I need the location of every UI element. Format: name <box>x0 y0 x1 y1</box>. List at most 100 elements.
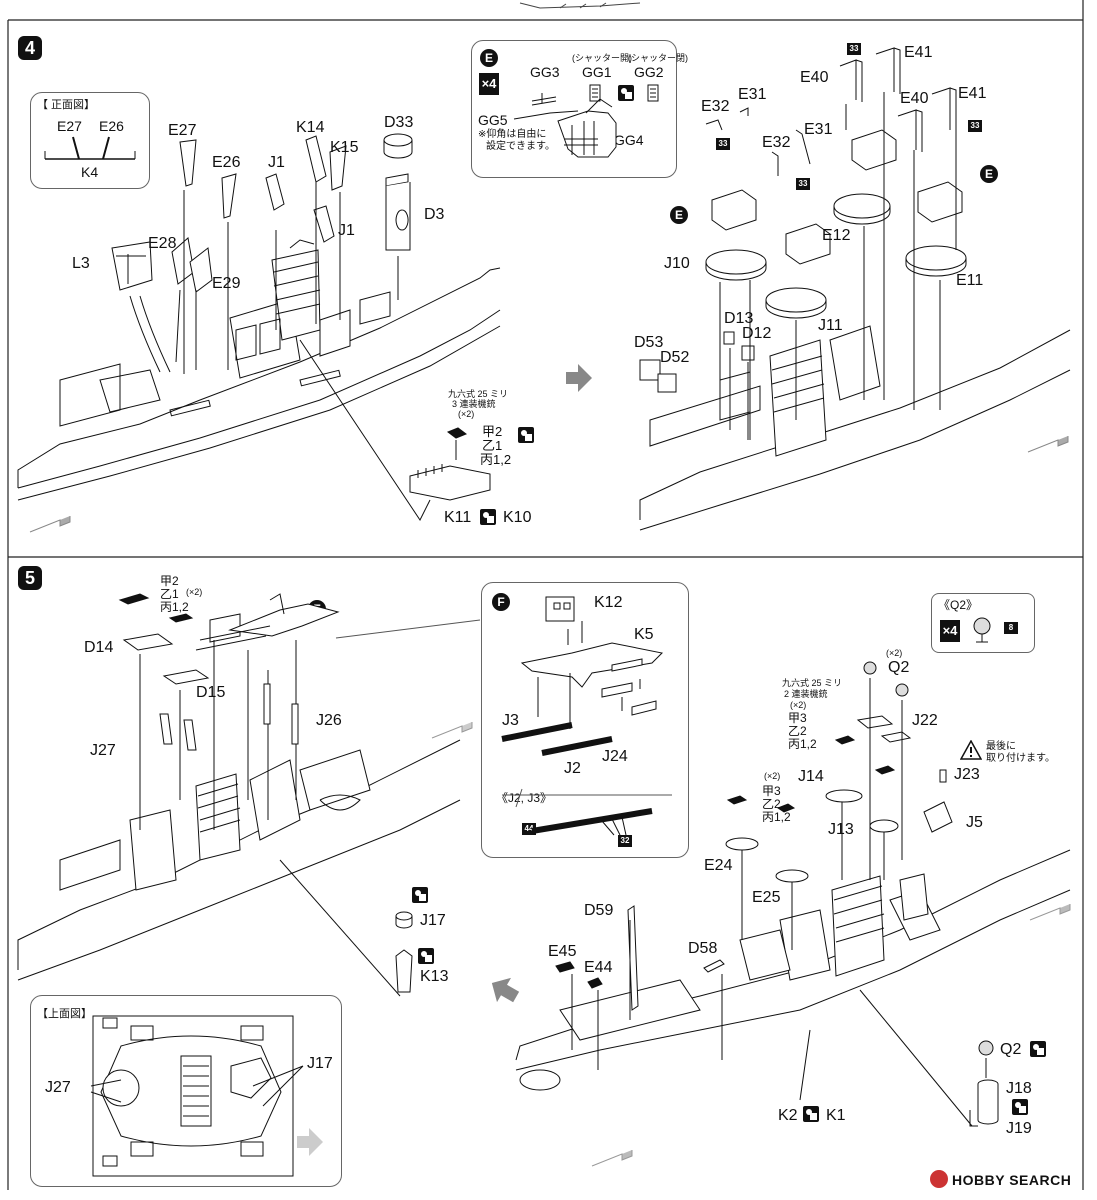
label-e32-mid: E32 <box>762 134 791 151</box>
label-j2: J2 <box>564 760 581 777</box>
q2-box-count: ×4 <box>940 620 960 642</box>
front-view-drawing <box>44 136 136 160</box>
step-5-number: 5 <box>18 566 42 590</box>
aa-opt-3: 丙1,2 <box>480 452 512 467</box>
label-j23: J23 <box>954 766 980 783</box>
j18-j19-color-badge-icon <box>1012 1099 1028 1115</box>
hobby-search-brand: HOBBY SEARCH <box>952 1172 1072 1188</box>
label-k11: K11 <box>444 509 472 526</box>
badge-33-a: 33 <box>847 43 861 55</box>
front-view-right-label: E26 <box>99 118 124 134</box>
warning-line2: 取り付けます。 <box>986 753 1055 764</box>
label-j11: J11 <box>818 317 843 334</box>
k11-k10-color-badge-icon <box>480 509 496 525</box>
label-e29: E29 <box>212 275 241 292</box>
label-e26: E26 <box>212 154 241 171</box>
label-j3: J3 <box>502 712 519 729</box>
q2-box-title: 《Q2》 <box>938 598 979 612</box>
assembly-e-circle-right: E <box>980 165 998 183</box>
label-k12: K12 <box>594 594 623 611</box>
label-l3: L3 <box>72 255 90 272</box>
j17-color-badge-icon <box>412 887 428 903</box>
label-d14: D14 <box>84 639 114 656</box>
label-j5: J5 <box>966 814 983 831</box>
badge-33-c: 33 <box>716 138 730 150</box>
label-e31-top: E31 <box>738 86 767 103</box>
elevation-note-2: 設定できます。 <box>486 141 555 152</box>
q2-badge-8: 8 <box>1004 622 1018 634</box>
subassembly-e-box: E ×4 (シャッター開) (シャッター閉) GG3 GG1 GG2 GG5 G… <box>471 40 688 178</box>
assembly-e-circle-left: E <box>670 206 688 224</box>
part-gg2: GG2 <box>634 64 664 80</box>
front-view-box: 【 正面図】 E27 E26 K4 <box>30 92 150 189</box>
aa3-opt3: 丙1,2 <box>762 810 791 824</box>
warning-line1: 最後に <box>986 741 1016 752</box>
warning-icon <box>959 739 983 765</box>
front-view-left-label: E27 <box>57 118 82 134</box>
aa-top-opt3: 丙1,2 <box>160 600 189 614</box>
aa-top-opt1: 甲2 <box>160 574 179 588</box>
aa2-opt1: 甲3 <box>788 711 807 725</box>
label-j27: J27 <box>90 742 116 759</box>
label-e27: E27 <box>168 122 197 139</box>
k2-k1-color-badge-icon <box>803 1106 819 1122</box>
label-e40-top: E40 <box>800 69 829 86</box>
q2-info-box: 《Q2》 ×4 8 <box>931 593 1035 653</box>
aa-note-line1: 九六式 25 ミリ <box>448 389 509 399</box>
label-d15: D15 <box>196 684 226 701</box>
label-k2: K2 <box>778 1107 798 1124</box>
label-e11: E11 <box>956 272 984 289</box>
top-view-box: 【上面図】 J27 J17 <box>30 995 342 1187</box>
aa-opt-2: 乙1 <box>482 438 503 453</box>
label-e44: E44 <box>584 959 613 976</box>
label-e28: E28 <box>148 235 177 252</box>
aa2-note-line3: (×2) <box>790 700 807 710</box>
label-k15: K15 <box>330 139 359 156</box>
label-j14: J14 <box>798 768 824 785</box>
label-j1-top: J1 <box>268 154 285 171</box>
aa2-note-line2: 2 連装機銃 <box>784 689 828 699</box>
label-e31-mid: E31 <box>804 121 833 138</box>
subassembly-f-circle: F <box>492 593 510 611</box>
front-view-bottom-label: K4 <box>81 164 99 180</box>
label-e41-top: E41 <box>904 44 933 61</box>
label-d13: D13 <box>724 310 754 327</box>
label-k13: K13 <box>420 968 449 985</box>
label-j18: J18 <box>1006 1080 1032 1097</box>
label-e32-top: E32 <box>701 98 730 115</box>
aa2-opt2: 乙2 <box>788 724 807 738</box>
top-view-label-j17: J17 <box>307 1055 333 1072</box>
q2-part-drawing <box>973 617 991 643</box>
label-d3: D3 <box>424 206 445 223</box>
aa3-opt1: 甲3 <box>762 784 781 798</box>
label-d52: D52 <box>660 349 690 366</box>
label-q2-bottom: Q2 <box>1000 1041 1022 1058</box>
gun-turret-drawing <box>513 84 659 158</box>
label-j1-right: J1 <box>338 222 355 239</box>
label-j22: J22 <box>912 712 938 729</box>
aa-top-mult: (×2) <box>186 587 203 597</box>
top-view-label-j27: J27 <box>45 1079 71 1096</box>
label-j19: J19 <box>1006 1120 1032 1137</box>
badge-33-d: 33 <box>796 178 810 190</box>
aa2-note-line1: 九六式 25 ミリ <box>782 678 843 688</box>
aa-top-opt2: 乙1 <box>160 587 179 601</box>
step-4-number: 4 <box>18 36 42 60</box>
color-badge-icon <box>618 85 634 101</box>
q2-bottom-color-badge-icon <box>1030 1041 1046 1057</box>
label-e25: E25 <box>752 889 781 906</box>
badge-32: 32 <box>618 835 632 847</box>
label-e40-right: E40 <box>900 90 929 107</box>
front-view-title: 【 正面図】 <box>37 99 96 111</box>
part-gg4: GG4 <box>614 132 644 148</box>
part-gg1: GG1 <box>582 64 612 80</box>
label-q2-top: Q2 <box>888 659 910 676</box>
label-j10: J10 <box>664 255 690 272</box>
subassembly-f-drawing <box>501 596 672 836</box>
hobby-search-logo-icon <box>930 1170 948 1188</box>
aa3-mult: (×2) <box>764 771 781 781</box>
